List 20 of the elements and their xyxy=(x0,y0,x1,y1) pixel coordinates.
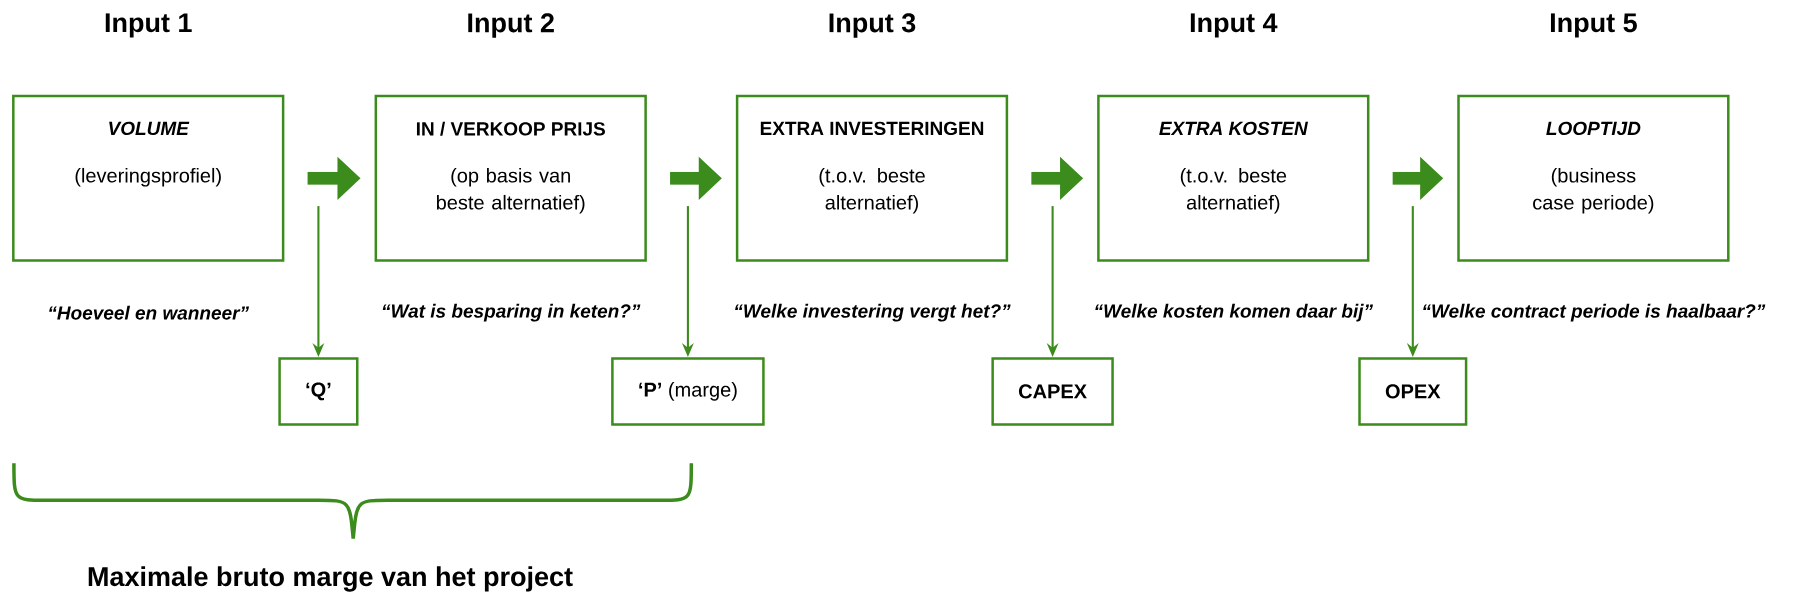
summary-text: Maximale bruto marge van het project xyxy=(88,566,573,592)
output-box: OPEX xyxy=(1358,357,1468,426)
question-text: “Welke contract periode is haalbaar?” xyxy=(1423,303,1766,322)
input-heading: Input 4 xyxy=(1190,13,1278,38)
input-box: LOOPTIJD (business case periode) xyxy=(1457,94,1730,262)
output-box: ‘Q’ xyxy=(278,357,359,426)
question-text: “Welke investering vergt het?” xyxy=(735,303,1011,322)
question-text: “Welke kosten komen daar bij” xyxy=(1095,303,1373,322)
input-box: VOLUME (leveringsprofiel) xyxy=(12,94,285,262)
question-text: “Wat is besparing in keten?” xyxy=(382,303,641,322)
input-heading: Input 3 xyxy=(829,13,916,38)
input-box: EXTRA INVESTERINGEN (t.o.v. beste alternatief) xyxy=(735,94,1009,262)
input-heading: Input 2 xyxy=(468,13,554,38)
input-heading: Input 1 xyxy=(105,13,192,38)
output-box: ‘P’ (marge) xyxy=(611,357,765,426)
question-text: “Hoeveel en wanneer” xyxy=(49,305,250,320)
input-heading: Input 5 xyxy=(1550,13,1637,38)
input-box: EXTRA KOSTEN (t.o.v. beste alternatief) xyxy=(1097,94,1370,262)
input-box: IN / VERKOOP PRIJS (op basis van beste alternatief) xyxy=(374,94,647,262)
output-box: CAPEX xyxy=(991,357,1114,426)
